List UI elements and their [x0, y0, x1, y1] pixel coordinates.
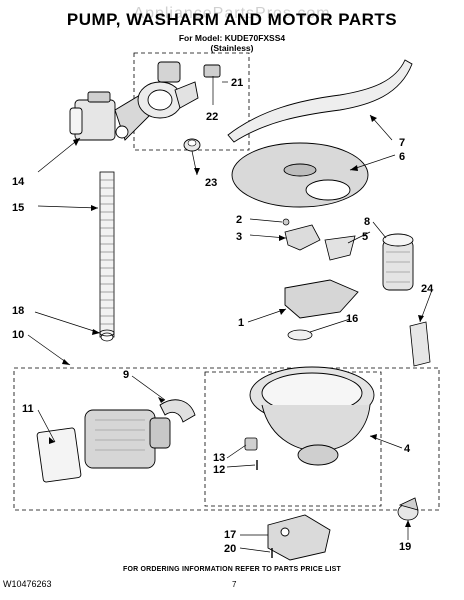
callout-7: 7	[399, 137, 405, 149]
model-line: For Model: KUDE70FXSS4	[178, 33, 286, 43]
part-1-pump-cover	[284, 279, 359, 319]
part-24-latch	[409, 321, 431, 367]
part-16-seal	[287, 329, 313, 341]
watermark: AppliancePartsPros.com	[133, 5, 331, 22]
part-6-spray-shield	[231, 142, 369, 208]
part-15-drain-hose	[99, 171, 115, 342]
callout-1: 1	[238, 317, 244, 329]
callout-12: 12	[213, 464, 225, 476]
part-2-screw	[282, 218, 290, 226]
callout-17: 17	[224, 529, 236, 541]
leader-lines	[27, 76, 433, 553]
variant-line: (Stainless)	[210, 43, 254, 53]
callout-3: 3	[236, 231, 242, 243]
page-number: 7	[232, 580, 237, 589]
part-3-bracket	[284, 224, 321, 251]
part-8-filter	[382, 233, 414, 291]
callout-21: 21	[231, 77, 243, 89]
callout-9: 9	[123, 369, 129, 381]
part-pump-housing-top	[137, 61, 221, 119]
callout-10: 10	[12, 329, 24, 341]
leader-arrowheads	[49, 115, 424, 527]
callout-23: 23	[205, 177, 217, 189]
callout-11: 11	[22, 403, 34, 415]
group-box-motor-assembly	[13, 367, 440, 511]
ordering-note: FOR ORDERING INFORMATION REFER TO PARTS …	[122, 566, 342, 573]
part-7-wash-arm	[227, 59, 413, 143]
part-23-fitting	[183, 138, 201, 152]
callout-19: 19	[399, 541, 411, 553]
part-5-clip	[324, 235, 356, 261]
callout-22: 22	[206, 111, 218, 123]
callout-13: 13	[213, 452, 225, 464]
callout-2: 2	[236, 214, 242, 226]
part-19-fitting	[397, 497, 419, 521]
page-title: PUMP, WASHARM AND MOTOR PARTS	[66, 10, 398, 29]
document-number: W10476263	[3, 579, 52, 589]
callout-15: 15	[12, 202, 24, 214]
callout-6: 6	[399, 151, 405, 163]
callout-14: 14	[12, 176, 25, 188]
callout-24: 24	[421, 283, 434, 295]
part-4-sump	[249, 366, 375, 466]
part-13-sensor	[244, 437, 258, 451]
callout-5: 5	[362, 231, 368, 243]
callout-18: 18	[12, 305, 24, 317]
callout-20: 20	[224, 543, 236, 555]
part-9-hose-elbow	[159, 399, 196, 423]
part-11-motor	[36, 409, 171, 483]
callout-4: 4	[404, 443, 411, 455]
callout-16: 16	[346, 313, 358, 325]
part-17-pump-base	[267, 514, 331, 561]
callout-8: 8	[364, 216, 370, 228]
